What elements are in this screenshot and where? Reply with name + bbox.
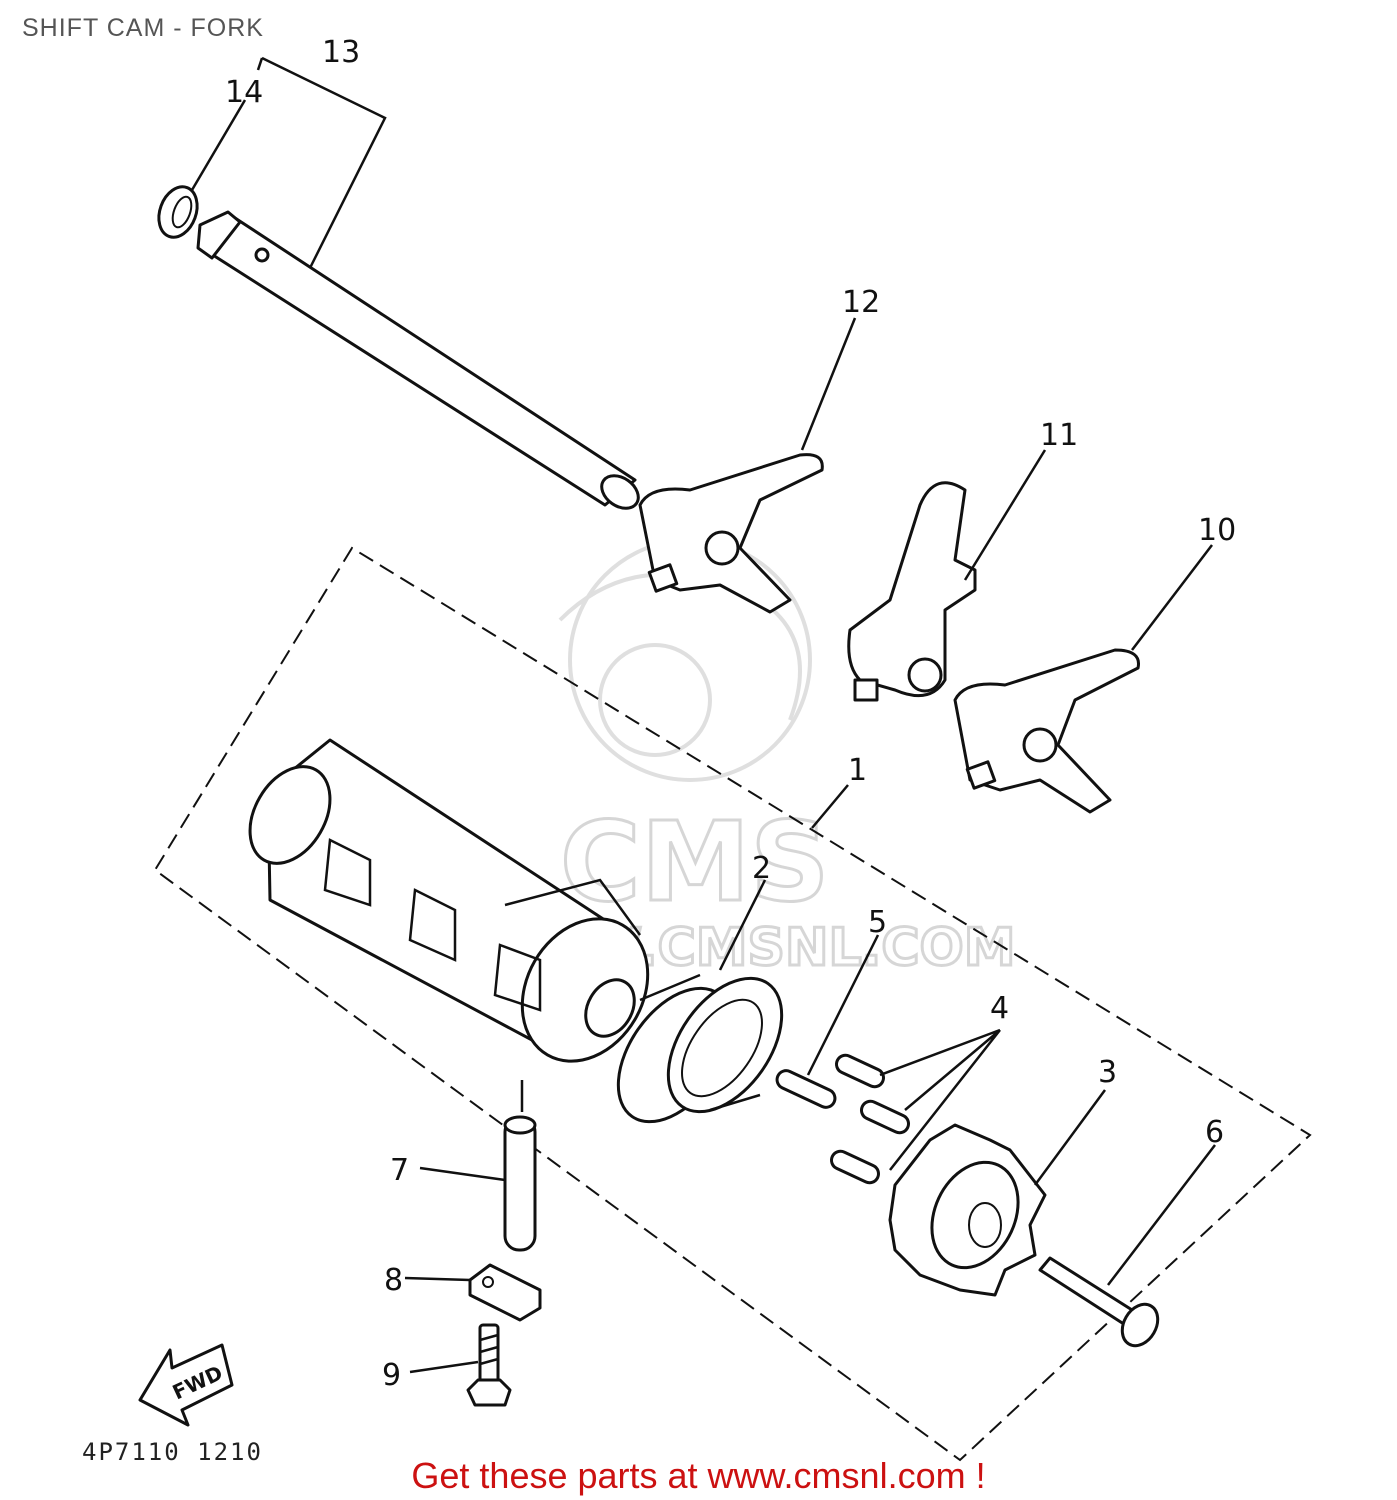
callout-9: 9 — [382, 1358, 401, 1393]
callout-10: 10 — [1198, 513, 1236, 548]
fwd-arrow-icon: FWD — [138, 1343, 234, 1427]
stopper-plate-8 — [468, 1263, 542, 1322]
callout-1: 1 — [848, 753, 867, 788]
shift-cam-drum — [248, 738, 650, 1063]
shift-fork-10 — [953, 648, 1141, 814]
callout-4: 4 — [990, 991, 1009, 1026]
watermark-brand: CMS — [560, 798, 829, 926]
bearing — [616, 973, 784, 1124]
bolt-6 — [1038, 1256, 1160, 1348]
callout-14: 14 — [225, 75, 263, 110]
callout-labels: 1 2 3 4 5 6 7 8 9 10 11 12 13 14 — [225, 35, 1236, 1393]
callout-3: 3 — [1098, 1055, 1117, 1090]
diagram-title: SHIFT CAM - FORK — [22, 14, 264, 42]
leader-lines — [190, 56, 1216, 1374]
pins-4 — [829, 1053, 911, 1185]
callout-7: 7 — [390, 1153, 409, 1188]
fork-guide-bar — [196, 210, 640, 510]
shift-fork-12 — [638, 453, 824, 614]
circlip — [157, 185, 199, 239]
dowel-pin-7 — [503, 1115, 537, 1252]
callout-13: 13 — [322, 35, 360, 70]
screw-9 — [466, 1323, 512, 1407]
callout-2: 2 — [752, 851, 771, 886]
callout-12: 12 — [842, 285, 880, 320]
cam-segment — [888, 1123, 1047, 1297]
callout-11: 11 — [1040, 418, 1078, 453]
pin-5 — [775, 1069, 837, 1109]
promo-link[interactable]: Get these parts at www.cmsnl.com ! — [411, 1455, 986, 1496]
callout-8: 8 — [384, 1263, 403, 1298]
shift-fork-11 — [847, 481, 977, 702]
assembly-outline — [153, 546, 1312, 1462]
diagram-code: 4P7110 1210 — [82, 1438, 263, 1466]
callout-5: 5 — [868, 905, 887, 940]
callout-6: 6 — [1205, 1115, 1224, 1150]
